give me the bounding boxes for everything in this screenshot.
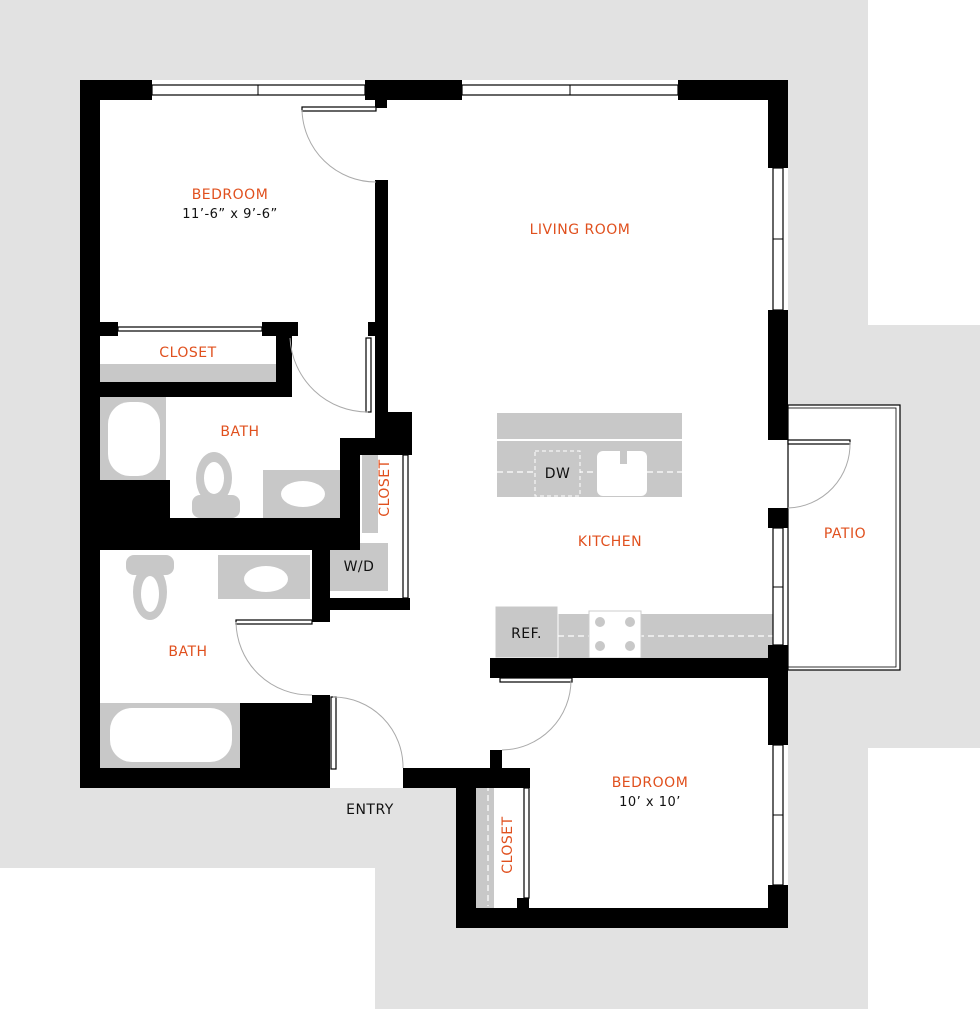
bedroom2-label: BEDROOM [611, 775, 689, 791]
closet2-shelf [362, 455, 378, 533]
refrigerator [494, 605, 559, 659]
closet2-label: CLOSET [377, 459, 393, 517]
doors [117, 106, 851, 899]
closet1-label: CLOSET [159, 345, 217, 361]
toilet-1 [192, 495, 240, 518]
ref-label: REF. [511, 626, 542, 642]
kitchen-sink [597, 451, 647, 496]
closet1-shelf [100, 364, 276, 382]
washer-dryer [330, 543, 388, 591]
closet3-shelf [476, 783, 494, 908]
entry-label: ENTRY [346, 802, 394, 818]
dishwasher [534, 450, 581, 497]
bedroom1-label: BEDROOM [191, 187, 269, 203]
patio-area [787, 404, 901, 671]
kitchen-island [497, 413, 682, 497]
bath1-label: BATH [220, 424, 260, 440]
kitchen-label: KITCHEN [577, 534, 643, 550]
bath2-label: BATH [168, 644, 208, 660]
wd-label: W/D [343, 559, 375, 575]
patio-label: PATIO [823, 526, 867, 542]
walls [80, 80, 788, 928]
dw-label: DW [544, 466, 571, 482]
bedroom2-size: 10’ x 10’ [619, 795, 681, 810]
windows [151, 84, 784, 886]
closet3-label: CLOSET [500, 816, 516, 874]
living-room-label: LIVING ROOM [529, 222, 631, 238]
bedroom1-size: 11’-6” x 9’-6” [182, 207, 278, 222]
